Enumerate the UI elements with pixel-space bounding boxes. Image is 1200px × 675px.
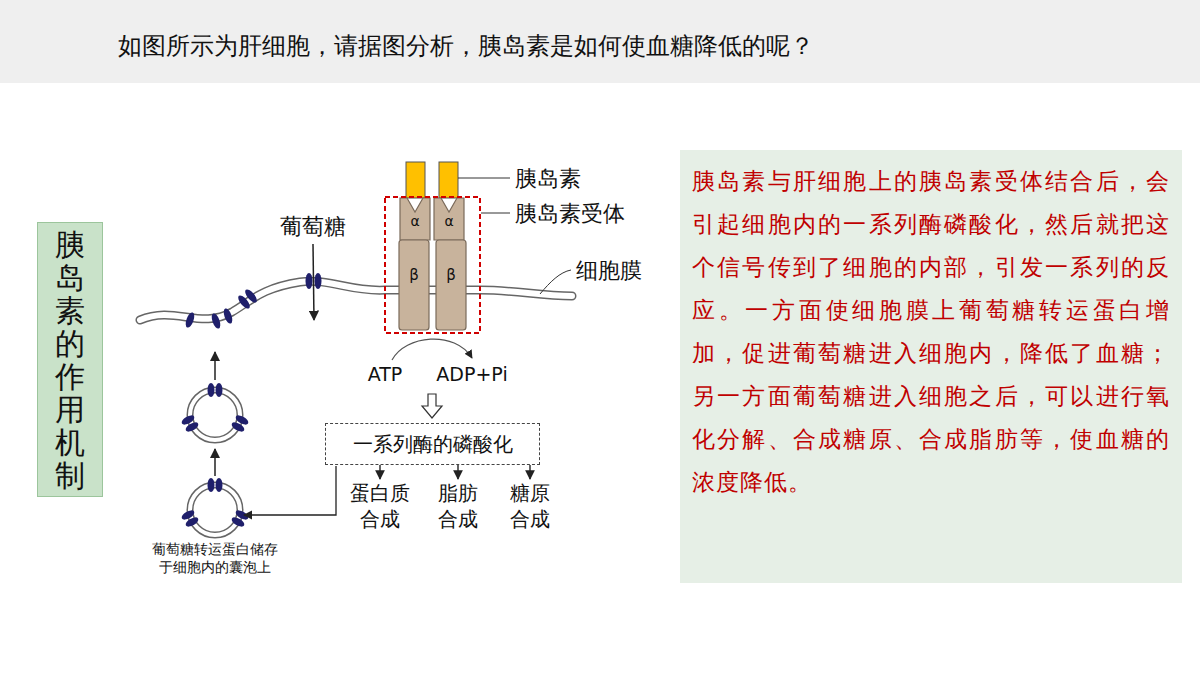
leader-line (458, 178, 510, 179)
leader-line (540, 270, 571, 294)
process-box: 一系列酶的磷酸化 (325, 423, 540, 465)
atp-arrow (392, 339, 472, 360)
flow-arrow (457, 465, 458, 479)
flow-arrow (529, 465, 530, 479)
explanation-panel: 胰岛素与肝细胞上的胰岛素受体结合后，会引起细胞内的一系列酶磷酸化，然后就把这个信… (680, 150, 1182, 583)
node-text: 胰岛素的作用机制 (55, 228, 85, 492)
insulin (406, 162, 425, 198)
vesicle (180, 383, 250, 535)
result-text: 蛋白质合成 (349, 480, 411, 538)
transport-arrow (244, 466, 336, 515)
node-text: 糖原合成 (508, 480, 552, 532)
up-arrow (214, 449, 216, 476)
part-label: 细胞膜 (576, 256, 642, 286)
insulin (439, 162, 458, 198)
subunit-label: β (446, 266, 456, 284)
subunit-label: β (409, 266, 419, 284)
side-heading-box: 胰岛素的作用机制 (37, 222, 103, 497)
node-text: 胰岛素与肝细胞上的胰岛素受体结合后，会引起细胞内的一系列酶磷酸化，然后就把这个信… (692, 160, 1170, 504)
flow-arrow (379, 465, 380, 479)
result-text: 脂肪合成 (436, 480, 480, 538)
node-text: 蛋白质合成 (349, 480, 411, 532)
node-text: 脂肪合成 (436, 480, 480, 532)
cell-membrane (140, 281, 572, 320)
glucose-transporter (184, 273, 322, 330)
insulin-receptor (399, 198, 466, 330)
up-arrow (214, 352, 216, 380)
glucose-arrow (313, 244, 314, 320)
part-label: 胰岛素 (515, 164, 581, 194)
hollow-arrow (422, 394, 442, 418)
subunit-label: α (410, 213, 419, 229)
caption-note: 葡萄糖转运蛋白储存于细胞内的囊泡上 (148, 540, 282, 576)
subunit-label: α (444, 213, 453, 229)
part-label: 胰岛素受体 (515, 199, 625, 229)
molecule-label: ADP+Pi (436, 363, 507, 385)
molecule-label: ATP (368, 363, 403, 385)
cell-membrane-inner (140, 281, 572, 320)
receptor-frame (385, 197, 480, 333)
part-label: 葡萄糖 (280, 212, 346, 242)
node-text: 一系列酶的磷酸化 (353, 431, 513, 458)
leader-line (481, 213, 510, 214)
result-text: 糖原合成 (508, 480, 552, 538)
slide-title: 如图所示为肝细胞，请据图分析，胰岛素是如何使血糖降低的呢？ (118, 30, 814, 62)
